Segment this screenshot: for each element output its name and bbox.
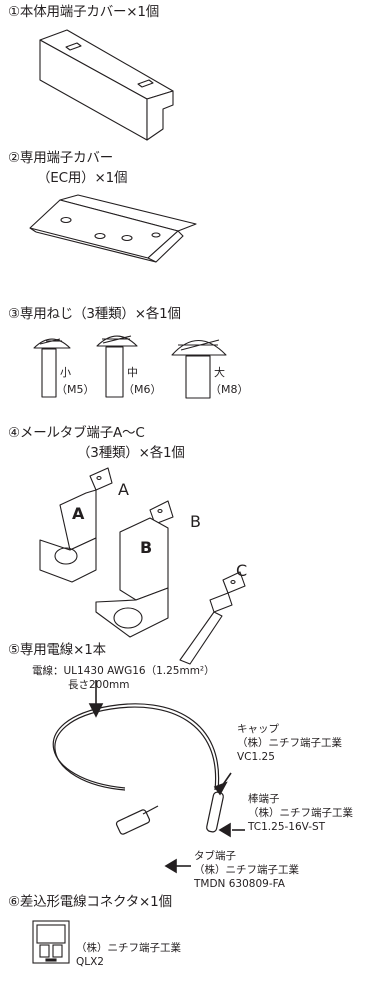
rod-terminal-name: 棒端子 [248, 793, 280, 805]
tab-c-label: C [236, 561, 248, 580]
tab-terminal-maker: （株）ニチフ端子工業 [194, 864, 299, 876]
item5-heading: ⑤専用電線×1本 [8, 642, 106, 658]
cap-name: キャップ [237, 723, 279, 735]
tab-a-stamp: A [72, 504, 85, 523]
tab-a-label: A [118, 480, 129, 499]
screw-medium-spec: （M6） [123, 383, 162, 396]
item2-heading: ②専用端子カバー [8, 150, 114, 166]
item3-heading: ③専用ねじ（3種類）×各1個 [8, 306, 181, 322]
screw-large-spec: （M8） [210, 383, 249, 396]
rod-terminal-model: TC1.25-16V-ST [248, 821, 326, 833]
screw-medium-label: 中 [127, 366, 138, 379]
screw-small-spec: （M5） [56, 383, 95, 396]
cap-model: VC1.25 [237, 751, 275, 763]
tab-terminal-model: TMDN 630809-FA [194, 878, 285, 890]
screw-small-label: 小 [60, 366, 71, 379]
screw-large-label: 大 [214, 366, 225, 379]
connector-model: QLX2 [76, 956, 104, 968]
tab-b-stamp: B [140, 538, 153, 557]
cap-maker: （株）ニチフ端子工業 [237, 737, 342, 749]
wire-spec: 電線：UL1430 AWG16（1.25mm²） [32, 665, 215, 677]
rod-terminal-maker: （株）ニチフ端子工業 [248, 807, 353, 819]
tab-terminal-name: タブ端子 [194, 850, 236, 862]
item4-heading-sub: （3種類）×各1個 [77, 445, 185, 461]
item2-heading-sub: （EC用）×1個 [37, 170, 128, 186]
item4-heading: ④メールタブ端子A～C [8, 425, 145, 441]
tab-b-label: B [190, 512, 201, 531]
connector-maker: （株）ニチフ端子工業 [76, 942, 181, 954]
wire-length: 長さ200mm [68, 679, 130, 691]
item6-heading: ⑥差込形電線コネクタ×1個 [8, 894, 172, 910]
item1-heading: ①本体用端子カバー×1個 [8, 4, 160, 20]
